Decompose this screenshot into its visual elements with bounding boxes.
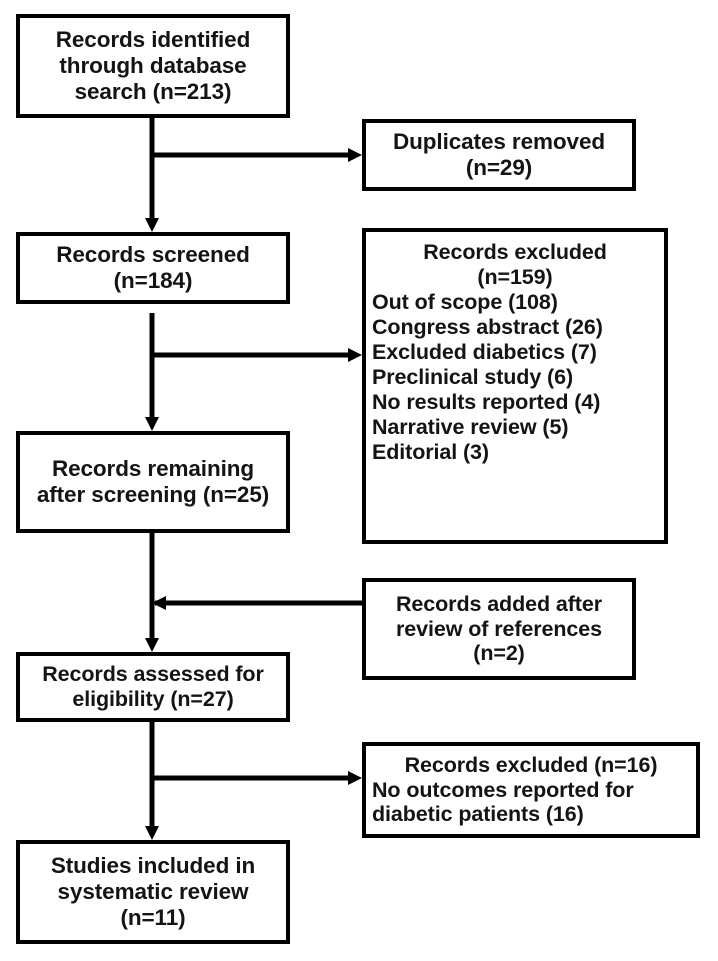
records-added-line-3: (n=2) (473, 641, 525, 666)
studies-included-line-2: systematic review (57, 878, 249, 904)
exclusion-reason-no-results-reported: No results reported (4) (372, 389, 601, 414)
exclusion-reason-excluded-diabetics: Excluded diabetics (7) (372, 339, 597, 364)
records-remaining-line-1: Records remaining (51, 455, 255, 481)
studies-included-line-1: Studies included in (50, 852, 256, 878)
eligibility-reason-no-outcomes: No outcomes reported for (372, 777, 634, 802)
studies-included-line-3: (n=11) (120, 905, 186, 931)
connector-identified-to-duplicates (152, 148, 362, 162)
connector-identified-to-screened (145, 117, 159, 232)
records-identified-box[interactable]: Records identified through database sear… (16, 14, 290, 118)
connector-remaining-to-assessed (145, 533, 159, 652)
exclusion-reason-congress-abstract: Congress abstract (26) (372, 314, 603, 339)
records-remaining-line-2: after screening (n=25) (36, 482, 270, 507)
exclusion-reason-out-of-scope: Out of scope (108) (372, 289, 558, 314)
connector-added-to-mainflow (152, 596, 362, 610)
records-excluded-eligibility-header-1: Records excluded (n=16) (404, 752, 658, 777)
records-screened-box[interactable]: Records screened (n=184) (16, 232, 290, 304)
records-identified-line-2: through database (59, 52, 247, 78)
eligibility-reason-diabetic-patients: diabetic patients (16) (372, 802, 584, 827)
records-remaining-box[interactable]: Records remaining after screening (n=25) (16, 431, 290, 533)
records-identified-line-3: search (n=213) (74, 79, 232, 105)
duplicates-removed-line-1: Duplicates removed (392, 128, 606, 154)
records-screened-line-1: Records screened (56, 241, 250, 267)
records-identified-line-1: Records identified (55, 26, 251, 52)
studies-included-box[interactable]: Studies included in systematic review (n… (16, 840, 290, 944)
exclusion-reason-editorial: Editorial (3) (372, 439, 489, 464)
exclusion-reason-preclinical-study: Preclinical study (6) (372, 364, 574, 389)
records-excluded-screening-box[interactable]: Records excluded (n=159) Out of scope (1… (362, 228, 668, 544)
records-excluded-screening-header-2: (n=159) (477, 264, 553, 289)
connector-assessed-to-included (145, 722, 159, 840)
records-excluded-eligibility-box[interactable]: Records excluded (n=16) No outcomes repo… (362, 742, 700, 838)
duplicates-removed-line-2: (n=29) (465, 155, 533, 180)
records-assessed-box[interactable]: Records assessed for eligibility (n=27) (16, 652, 290, 722)
duplicates-removed-box[interactable]: Duplicates removed (n=29) (362, 119, 636, 191)
records-assessed-line-1: Records assessed for (42, 662, 264, 687)
exclusion-reason-narrative-review: Narrative review (5) (372, 414, 569, 439)
records-added-line-2: review of references (396, 616, 602, 641)
records-added-line-1: Records added after (396, 591, 602, 616)
connector-screened-to-remaining (145, 313, 159, 431)
records-screened-line-2: (n=184) (113, 268, 193, 293)
connector-assessed-to-excluded (152, 771, 362, 785)
connector-screened-to-excluded (152, 348, 362, 362)
records-assessed-line-2: eligibility (n=27) (72, 687, 234, 711)
records-excluded-screening-header-1: Records excluded (423, 240, 607, 264)
records-added-box[interactable]: Records added after review of references… (362, 578, 636, 680)
